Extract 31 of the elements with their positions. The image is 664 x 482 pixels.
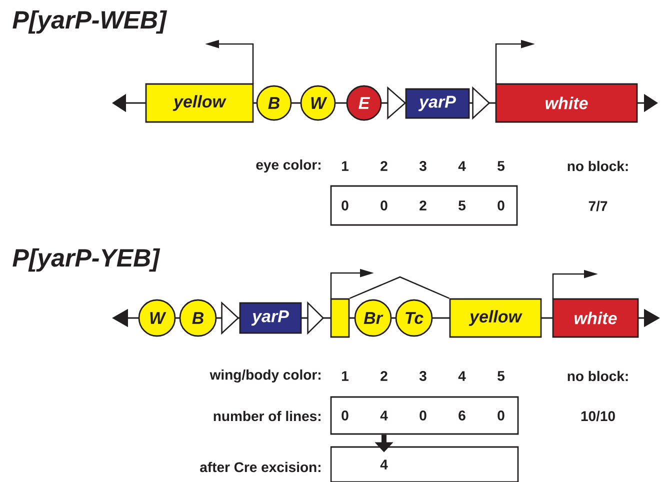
column-number: 5 (498, 161, 505, 171)
gene-box: yarP (239, 302, 302, 334)
row-label: after Cre excision: (200, 462, 320, 472)
column-heading: no block: (568, 370, 628, 382)
column-number: 3 (419, 161, 426, 171)
ratio-value: 10/10 (581, 410, 615, 422)
ratio-value: 7/7 (588, 200, 608, 212)
count-table: 0 4 0 6 0 (330, 396, 519, 435)
column-number: 2 (380, 371, 388, 381)
row-label: wing/body color: (210, 369, 320, 383)
gene-box: yellow (449, 298, 542, 338)
construct-title: P[yarP-YEB] (12, 248, 160, 272)
column-number: 1 (342, 371, 349, 381)
gene-box: white (552, 298, 639, 338)
column-number: 2 (380, 161, 388, 171)
column-number: 1 (342, 161, 349, 171)
splice-line (349, 276, 450, 299)
count-table: 4 (330, 446, 519, 482)
exon-box (330, 298, 350, 338)
gene-box: yellow (145, 83, 254, 123)
column-number: 4 (458, 161, 466, 171)
row-label: number of lines: (214, 410, 320, 422)
row-label: eye color: (256, 159, 320, 173)
column-number: 3 (419, 371, 426, 381)
gene-box: white (495, 83, 638, 123)
count-table: 0 0 2 5 0 (330, 185, 518, 226)
column-number: 4 (458, 371, 466, 381)
gene-box: yarP (405, 88, 470, 119)
column-heading: no block: (568, 160, 628, 172)
column-number: 5 (498, 371, 505, 381)
construct-title: P[yarP-WEB] (12, 10, 168, 34)
